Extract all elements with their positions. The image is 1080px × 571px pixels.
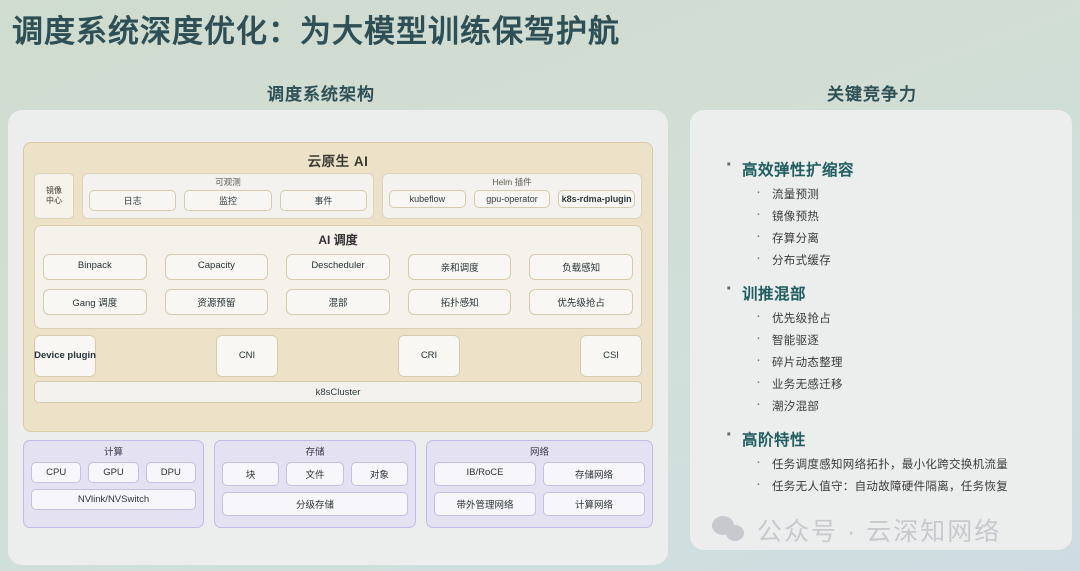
page-title: 调度系统深度优化：为大模型训练保驾护航 [12, 14, 620, 49]
ai-scheduling-item-colocation[interactable]: 混部 [286, 289, 390, 315]
interface-cri[interactable]: CRI [398, 335, 460, 377]
infrastructure-row: 计算 CPU GPU DPU NVlink/NVSwitch 存储 块 文件 对… [23, 440, 653, 528]
competitiveness-point: 镜像预热 [720, 205, 1054, 224]
infra-network-storage-net[interactable]: 存储网络 [543, 462, 645, 486]
competitiveness-group-advanced-features: 高阶特性 任务调度感知网络拓扑，最小化跨交换机流量 任务无人值守：自动故障硬件隔… [720, 424, 1054, 494]
infra-compute-cpu[interactable]: CPU [31, 462, 82, 483]
cloud-native-ai-title: 云原生 AI [307, 154, 369, 169]
infra-network-ib-roce[interactable]: IB/RoCE [434, 462, 536, 486]
image-registry-line2: 中心 [46, 196, 62, 205]
ai-scheduling-grid: Binpack Capacity Descheduler 亲和调度 负载感知 G… [43, 254, 633, 315]
ai-scheduling-item-descheduler[interactable]: Descheduler [286, 254, 390, 280]
section-header-architecture: 调度系统架构 [267, 85, 375, 104]
observability-item-events[interactable]: 事件 [279, 190, 367, 211]
infra-compute-dpu[interactable]: DPU [145, 462, 196, 483]
competitiveness-point: 潮汐混部 [720, 395, 1054, 414]
competitiveness-point: 碎片动态整理 [720, 351, 1054, 370]
competitiveness-list: 高效弹性扩缩容 流量预测 镜像预热 存算分离 分布式缓存 训推混部 优先级抢占 … [720, 154, 1054, 508]
competitiveness-group-train-infer-colocation: 训推混部 优先级抢占 智能驱逐 碎片动态整理 业务无感迁移 潮汐混部 [720, 278, 1054, 414]
ai-scheduling-item-affinity[interactable]: 亲和调度 [407, 254, 512, 280]
interface-cni[interactable]: CNI [216, 335, 278, 377]
interface-row: Device plugin CNI CRI CSI [34, 335, 642, 377]
platform-services-row: 镜像 中心 可观测 日志 监控 事件 Helm 插件 kubeflow gpu-… [34, 173, 642, 219]
helm-plugins-title: Helm 插件 [492, 177, 532, 187]
competitiveness-point: 智能驱逐 [720, 329, 1054, 348]
competitiveness-point: 优先级抢占 [720, 307, 1054, 326]
helm-plugins-group: Helm 插件 kubeflow gpu-operator k8s-rdma-p… [382, 173, 642, 219]
architecture-panel: 云原生 AI 镜像 中心 可观测 日志 监控 事件 Helm 插件 ku [8, 110, 668, 565]
interface-csi[interactable]: CSI [580, 335, 642, 377]
infra-compute-nvlink[interactable]: NVlink/NVSwitch [31, 489, 196, 510]
competitiveness-heading: 高效弹性扩缩容 [720, 154, 1054, 180]
infra-network-title: 网络 [529, 447, 549, 458]
ai-scheduling-item-load-aware[interactable]: 负载感知 [529, 254, 633, 280]
competitiveness-point: 任务无人值守：自动故障硬件隔离，任务恢复 [720, 475, 1054, 494]
infra-network-compute-net[interactable]: 计算网络 [543, 492, 645, 516]
competitiveness-heading: 高阶特性 [720, 424, 1054, 450]
watermark: 公众号 · 云深知网络 [712, 512, 1001, 548]
competitiveness-group-elastic-scaling: 高效弹性扩缩容 流量预测 镜像预热 存算分离 分布式缓存 [720, 154, 1054, 268]
interface-device-plugin[interactable]: Device plugin [34, 335, 96, 377]
observability-title: 可观测 [215, 177, 241, 187]
infra-storage-object[interactable]: 对象 [350, 462, 408, 486]
helm-item-k8s-rdma-plugin[interactable]: k8s-rdma-plugin [558, 190, 636, 208]
observability-item-monitoring[interactable]: 监控 [184, 190, 272, 211]
competitiveness-point: 分布式缓存 [720, 249, 1054, 268]
ai-scheduling-item-topology-aware[interactable]: 拓扑感知 [407, 289, 512, 315]
infra-network-oob-mgmt[interactable]: 带外管理网络 [434, 492, 536, 516]
observability-group: 可观测 日志 监控 事件 [82, 173, 374, 219]
ai-scheduling-item-resource-reservation[interactable]: 资源预留 [164, 289, 269, 315]
ai-scheduling-item-binpack[interactable]: Binpack [43, 254, 147, 280]
ai-scheduling-item-capacity[interactable]: Capacity [164, 254, 269, 280]
k8s-cluster-bar: k8sCluster [34, 381, 642, 403]
ai-scheduling-title: AI 调度 [318, 233, 358, 247]
infra-box-compute: 计算 CPU GPU DPU NVlink/NVSwitch [23, 440, 204, 528]
competitiveness-panel: 高效弹性扩缩容 流量预测 镜像预热 存算分离 分布式缓存 训推混部 优先级抢占 … [690, 110, 1072, 550]
watermark-text: 公众号 · 云深知网络 [757, 518, 1002, 546]
competitiveness-point: 任务调度感知网络拓扑，最小化跨交换机流量 [720, 453, 1054, 472]
ai-scheduling-item-priority-preemption[interactable]: 优先级抢占 [529, 289, 633, 315]
ai-scheduling-group: AI 调度 Binpack Capacity Descheduler 亲和调度 … [34, 225, 642, 329]
competitiveness-point: 存算分离 [720, 227, 1054, 246]
infra-storage-tiered[interactable]: 分级存储 [222, 492, 408, 516]
cloud-native-ai-container: 云原生 AI 镜像 中心 可观测 日志 监控 事件 Helm 插件 ku [23, 142, 653, 432]
wechat-icon [712, 516, 746, 544]
ai-scheduling-item-gang[interactable]: Gang 调度 [43, 289, 147, 315]
infra-compute-title: 计算 [103, 447, 123, 458]
section-header-competitiveness: 关键竞争力 [827, 85, 917, 104]
competitiveness-heading: 训推混部 [720, 278, 1054, 304]
competitiveness-point: 业务无感迁移 [720, 373, 1054, 392]
helm-item-gpu-operator[interactable]: gpu-operator [473, 190, 551, 208]
image-registry-line1: 镜像 [46, 186, 62, 195]
observability-item-logs[interactable]: 日志 [89, 190, 177, 211]
helm-item-kubeflow[interactable]: kubeflow [389, 190, 466, 208]
infra-box-network: 网络 IB/RoCE 存储网络 带外管理网络 计算网络 [426, 440, 653, 528]
infra-storage-title: 存储 [305, 447, 325, 458]
infra-storage-file[interactable]: 文件 [286, 462, 344, 486]
infra-box-storage: 存储 块 文件 对象 分级存储 [214, 440, 416, 528]
image-registry-box[interactable]: 镜像 中心 [34, 173, 74, 219]
infra-storage-block[interactable]: 块 [222, 462, 280, 486]
competitiveness-point: 流量预测 [720, 183, 1054, 202]
infra-compute-gpu[interactable]: GPU [88, 462, 139, 483]
